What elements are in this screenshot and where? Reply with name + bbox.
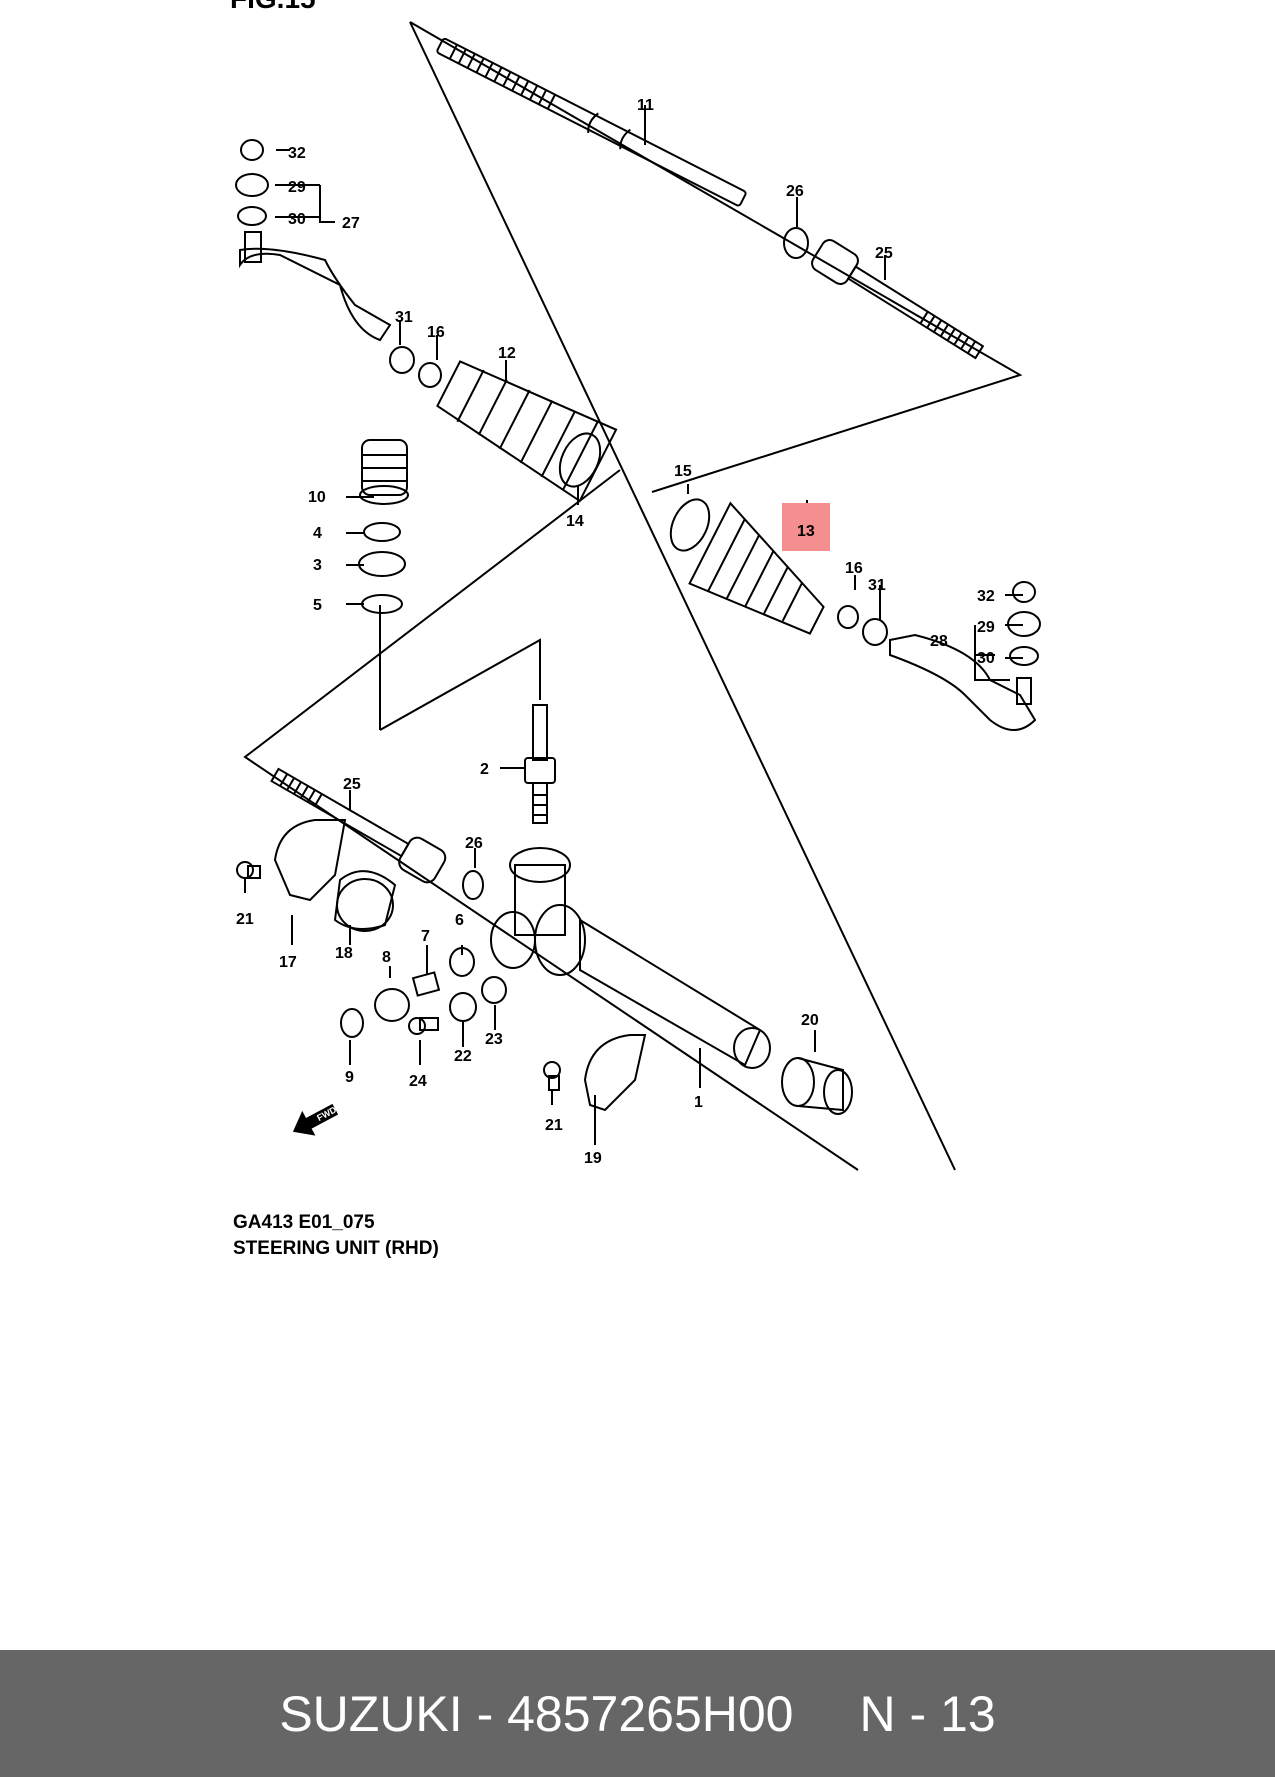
part-label: 29 <box>977 619 995 636</box>
highlight-box <box>782 503 830 551</box>
part-label: 16 <box>427 324 445 341</box>
part-label: 4 <box>313 525 322 542</box>
part-label: 24 <box>409 1073 427 1090</box>
lock-nut-9 <box>340 1008 364 1038</box>
part-labels: 11 26 25 32 29 30 27 31 16 12 10 4 3 5 1… <box>236 97 995 1167</box>
rack-mount-20 <box>781 1057 853 1115</box>
part-label: 28 <box>930 633 948 650</box>
part-label: 10 <box>308 489 326 506</box>
part-label: 5 <box>313 597 322 614</box>
diagram-reference: N - 13 <box>859 1685 996 1742</box>
part-label: 21 <box>236 911 254 928</box>
inner-tie-rod-lower <box>270 767 447 884</box>
frame-line <box>379 638 541 731</box>
mount-bushing-stack <box>358 439 409 614</box>
pinion-shaft <box>524 704 556 824</box>
lock-washer <box>462 870 484 900</box>
bolt-right <box>543 1061 561 1091</box>
bolt-left <box>236 861 261 879</box>
exploded-view-drawing: FWD FIG.15 11 26 25 32 29 30 27 31 16 12… <box>230 0 1041 1171</box>
part-label: 15 <box>674 463 692 480</box>
part-label: 3 <box>313 557 322 574</box>
grommet-23 <box>481 976 507 1004</box>
caption-code: GA413 E01_075 <box>233 1212 375 1233</box>
part-label: 31 <box>868 577 886 594</box>
part-label: 17 <box>279 954 297 971</box>
rack-clamp <box>273 819 347 902</box>
boot-clamp <box>558 432 602 488</box>
part-label: 22 <box>454 1048 472 1065</box>
boot-clamp <box>669 498 711 552</box>
caption-title: STEERING UNIT (RHD) <box>233 1238 439 1259</box>
part-label: 16 <box>845 560 863 577</box>
part-label: 7 <box>421 928 430 945</box>
fwd-arrow-icon: FWD <box>292 1103 339 1136</box>
inner-tie-rod <box>811 239 985 360</box>
part-label: 23 <box>485 1031 503 1048</box>
gear-housing <box>490 847 771 1069</box>
part-label: 8 <box>382 949 391 966</box>
part-label: 13 <box>797 523 815 540</box>
washer-22 <box>449 992 477 1022</box>
part-label: 30 <box>288 211 306 228</box>
lock-washer <box>783 227 809 259</box>
rack-boot-left <box>436 360 618 503</box>
part-label: 20 <box>801 1012 819 1029</box>
part-label: 1 <box>694 1094 703 1111</box>
rack-boot-right <box>688 501 825 635</box>
footer-bar: SUZUKI - 4857265H00 N - 13 <box>0 1650 1275 1777</box>
clip <box>837 605 859 629</box>
part-label: 18 <box>335 945 353 962</box>
part-label: 30 <box>977 650 995 667</box>
figure-title: FIG.15 <box>230 0 316 14</box>
part-label: 26 <box>786 183 804 200</box>
part-label: 9 <box>345 1069 354 1086</box>
lock-nut <box>389 346 415 374</box>
clip <box>418 362 442 388</box>
part-label: 14 <box>566 513 584 530</box>
part-label: 25 <box>875 245 893 262</box>
part-label: 12 <box>498 345 516 362</box>
rack-bar <box>436 37 747 207</box>
adjust-spring <box>411 971 441 997</box>
part-label: 19 <box>584 1150 602 1167</box>
lock-nut <box>862 618 888 646</box>
frame-line <box>409 21 956 1171</box>
part-number: SUZUKI - 4857265H00 <box>279 1685 794 1742</box>
part-label: 31 <box>395 309 413 326</box>
bolt-24 <box>408 1017 439 1035</box>
frame-line <box>243 469 859 1171</box>
part-label: 29 <box>288 179 306 196</box>
rack-clamp-19 <box>583 1034 647 1112</box>
callout-bracket <box>275 184 335 223</box>
part-label: 11 <box>637 97 654 114</box>
part-label: 6 <box>455 912 464 929</box>
part-label: 2 <box>480 761 489 778</box>
part-label: 25 <box>343 776 361 793</box>
part-label: 21 <box>545 1117 563 1134</box>
rack-bushing-body <box>333 870 397 930</box>
tie-rod-end-left <box>235 139 392 342</box>
tie-rod-end-right <box>889 581 1041 731</box>
part-label: 32 <box>977 588 995 605</box>
part-label: 27 <box>342 215 360 232</box>
frame-line <box>409 21 1023 493</box>
part-label: 32 <box>288 145 306 162</box>
parts-diagram: FWD FIG.15 11 26 25 32 29 30 27 31 16 12… <box>230 0 1041 1171</box>
part-label: 26 <box>465 835 483 852</box>
adjust-screw <box>374 988 410 1022</box>
